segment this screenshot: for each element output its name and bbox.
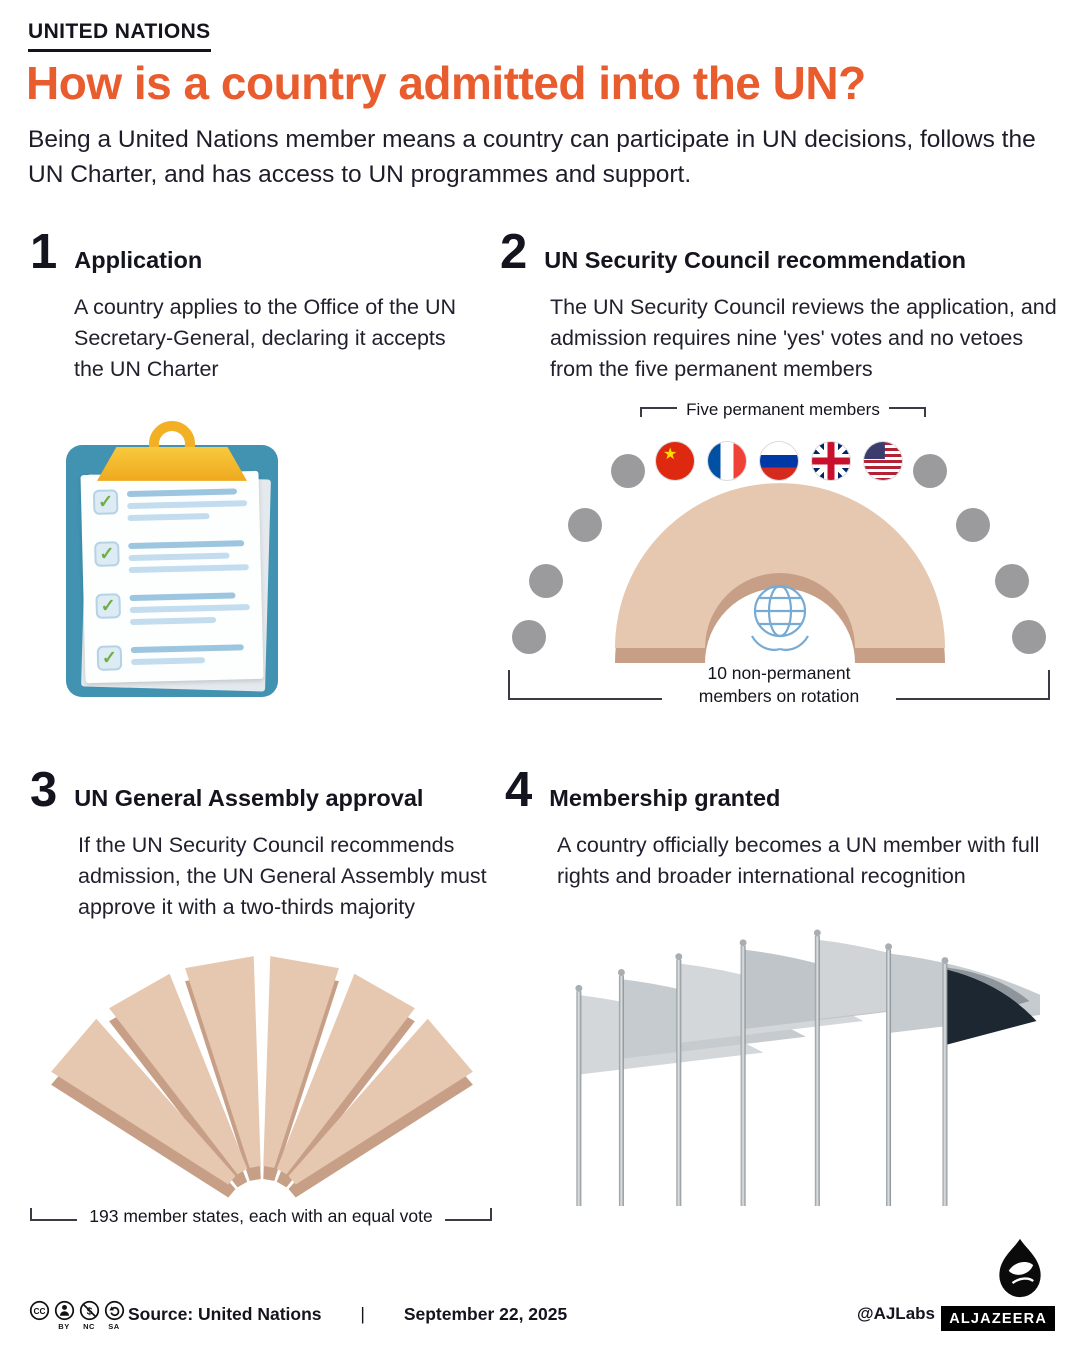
- flag-poles: [575, 929, 949, 1206]
- check-icon: ✓: [92, 489, 119, 515]
- step-general-assembly: 3 UN General Assembly approval If the UN…: [30, 766, 492, 1226]
- step-header: 3 UN General Assembly approval: [30, 766, 492, 815]
- date: September 22, 2025: [403, 1304, 568, 1324]
- step-application: 1 Application A country applies to the O…: [30, 228, 482, 697]
- intro-text: Being a United Nations member means a co…: [28, 126, 1036, 189]
- non-permanent-seat: [1012, 620, 1046, 654]
- step-header: 1 Application: [30, 228, 482, 277]
- non-permanent-seat: [568, 508, 602, 542]
- step-heading: UN Security Council recommendation: [544, 247, 967, 273]
- flag-france-icon: [708, 442, 746, 480]
- sa-icon: SA: [103, 1300, 125, 1331]
- source-value: United Nations: [198, 1304, 322, 1324]
- by-icon: BY: [53, 1300, 75, 1331]
- bracket-line: [896, 669, 1050, 700]
- checklist-text-lines: [129, 590, 250, 631]
- kicker-label: UNITED NATIONS: [28, 20, 211, 52]
- flag-china-icon: [656, 442, 694, 480]
- non-permanent-members-label: 10 non-permanent members on rotation: [698, 663, 860, 706]
- step-number: 2: [500, 225, 528, 279]
- step-number: 3: [30, 763, 58, 817]
- un-emblem-icon: [751, 584, 809, 651]
- cc-icon: CC: [28, 1300, 50, 1331]
- checklist-row: ✓: [94, 538, 249, 580]
- non-permanent-seat: [611, 454, 645, 488]
- step-description: A country applies to the Office of the U…: [74, 295, 457, 381]
- checklist-row: ✓: [96, 642, 252, 672]
- bracket-line: [640, 407, 678, 417]
- non-permanent-seat: [956, 508, 990, 542]
- aljazeera-logo-icon: [999, 1238, 1041, 1298]
- step-description: If the UN Security Council recommends ad…: [78, 833, 487, 919]
- council-table-illustration: [615, 483, 945, 663]
- step-heading: UN General Assembly approval: [74, 785, 424, 811]
- source-line: Source: United Nations | September 22, 2…: [128, 1304, 567, 1325]
- step-number: 1: [30, 225, 58, 279]
- non-permanent-seat: [529, 564, 563, 598]
- step-description: A country officially becomes a UN member…: [557, 833, 1040, 888]
- nc-icon: $ NC: [78, 1300, 100, 1331]
- non-permanent-members-bracket: 10 non-permanent members on rotation: [508, 662, 1050, 708]
- permanent-members-label: Five permanent members: [686, 400, 880, 419]
- checklist-text-lines: [130, 642, 252, 671]
- bracket-line: [508, 669, 662, 700]
- step-heading: Application: [74, 247, 203, 273]
- step-membership-granted: 4 Membership granted A country officiall…: [505, 766, 1074, 1206]
- step-description: The UN Security Council reviews the appl…: [550, 295, 1057, 381]
- permanent-members-bracket: Five permanent members: [640, 400, 926, 420]
- checklist-text-lines: [128, 538, 249, 579]
- step-heading: Membership granted: [549, 785, 781, 811]
- step-header: 4 Membership granted: [505, 766, 1063, 815]
- step-security-council: 2 UN Security Council recommendation The…: [500, 228, 1060, 706]
- flag-uk-icon: [812, 442, 850, 480]
- member-flags: [575, 929, 1074, 1206]
- svg-text:CC: CC: [33, 1306, 45, 1316]
- non-permanent-seat: [913, 454, 947, 488]
- member-states-label: 193 member states, each with an equal vo…: [89, 1206, 433, 1226]
- checklist-text-lines: [126, 486, 248, 527]
- flagpoles-illustration: [560, 924, 1074, 1206]
- bracket-line: [444, 1208, 492, 1221]
- non-permanent-seat: [512, 620, 546, 654]
- bracket-line: [888, 407, 926, 417]
- credit-handle: @AJLabs: [857, 1304, 935, 1323]
- assembly-seating: [51, 956, 473, 1198]
- bracket-line: [30, 1208, 78, 1221]
- clipboard-clip-icon: [97, 446, 247, 481]
- security-council-illustration: Five permanent members 10 non-permanent …: [500, 396, 1058, 714]
- flag-usa-icon: [864, 442, 902, 480]
- member-states-bracket: 193 member states, each with an equal vo…: [30, 1206, 492, 1227]
- checklist-row: ✓: [92, 486, 248, 528]
- separator: |: [360, 1304, 365, 1324]
- step-header: 2 UN Security Council recommendation: [500, 228, 1060, 277]
- flag-russia-icon: [760, 442, 798, 480]
- checklist-row: ✓: [95, 590, 250, 632]
- step-number: 4: [505, 763, 533, 817]
- check-icon: ✓: [95, 593, 121, 619]
- license-block: CC BY $ NC SA: [28, 1300, 125, 1331]
- non-permanent-seat: [995, 564, 1029, 598]
- page-title: How is a country admitted into the UN?: [26, 57, 866, 109]
- source-label: Source:: [128, 1304, 194, 1324]
- clipboard-illustration: ✓ ✓ ✓ ✓: [66, 420, 278, 697]
- aljazeera-wordmark: ALJAZEERA: [941, 1306, 1055, 1331]
- check-icon: ✓: [96, 645, 123, 671]
- check-icon: ✓: [94, 541, 120, 567]
- checklist-paper: ✓ ✓ ✓ ✓: [80, 470, 264, 684]
- assembly-fan-illustration: [42, 941, 482, 1199]
